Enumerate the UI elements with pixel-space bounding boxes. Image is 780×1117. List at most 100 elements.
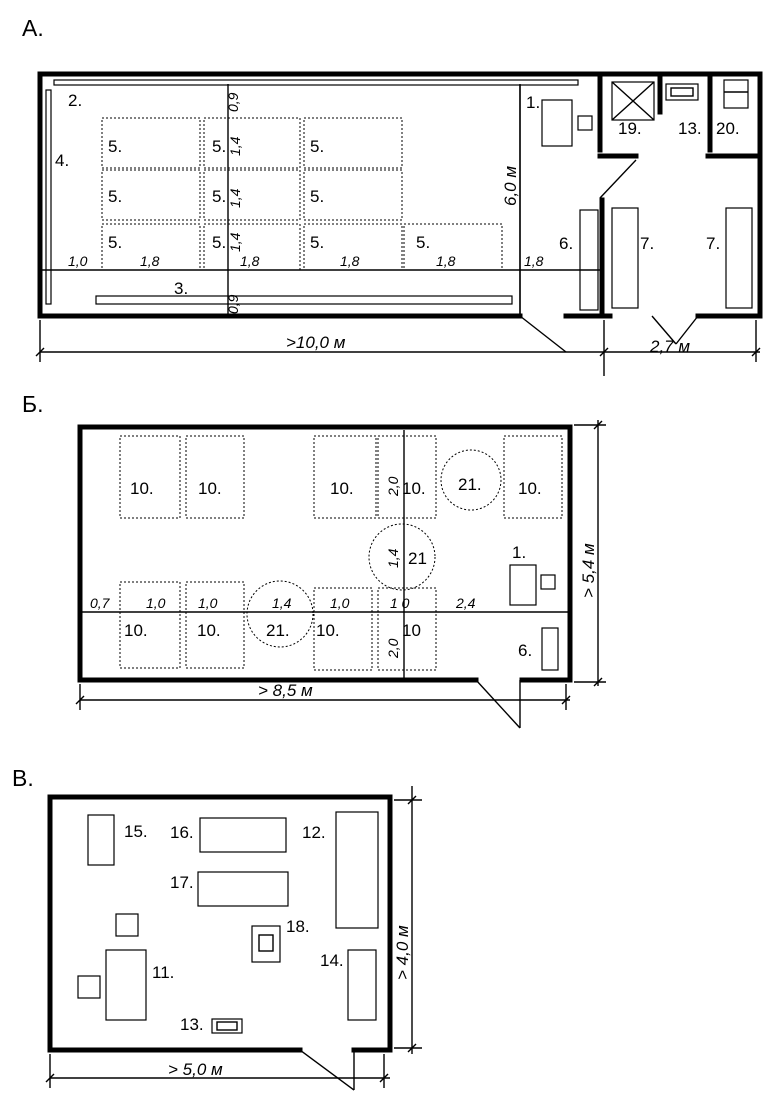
label-12: 12. <box>302 823 326 842</box>
dim-2-0: 2,0 <box>385 638 401 659</box>
workstation <box>101 117 201 169</box>
dim-0-9: 0,9 <box>225 294 241 314</box>
dim-0-9: 0,9 <box>225 92 241 112</box>
plan-c: В. <box>12 765 422 1091</box>
workstation-grid <box>101 117 503 271</box>
label-10: 10. <box>130 479 154 498</box>
label-7: 7. <box>706 234 720 253</box>
cabinet-7 <box>725 207 753 309</box>
label-3: 3. <box>174 279 188 298</box>
label-5: 5. <box>310 137 324 156</box>
workstation <box>101 169 201 221</box>
dim-1-8: 1,8 <box>340 253 360 269</box>
workstation <box>303 169 403 221</box>
cabinet-14 <box>347 949 377 1021</box>
plan-a-walls <box>37 71 763 353</box>
label-5: 5. <box>108 233 122 252</box>
circle-zone-21 <box>246 580 314 648</box>
label-2: 2. <box>68 91 82 110</box>
dim-height-b: > 5,4 м <box>579 543 598 598</box>
table <box>377 587 437 671</box>
table <box>313 435 377 519</box>
dim-1-0: 1,0 <box>330 595 350 611</box>
cabinet-6 <box>541 627 559 671</box>
table <box>185 581 245 669</box>
plan-b: Б. <box>22 391 606 729</box>
dim-1-4: 1,4 <box>272 595 292 611</box>
label-7: 7. <box>640 234 654 253</box>
label-5: 5. <box>212 187 226 206</box>
label-21: 21. <box>458 475 482 494</box>
table <box>185 435 245 519</box>
label-17: 17. <box>170 873 194 892</box>
plan-c-title: В. <box>12 765 34 791</box>
plan-c-walls <box>47 794 393 1091</box>
bench-16 <box>199 817 287 853</box>
label-10: 10. <box>124 621 148 640</box>
table-grid <box>119 435 563 671</box>
label-5: 5. <box>108 137 122 156</box>
label-6: 6. <box>518 641 532 660</box>
label-21: 21. <box>266 621 290 640</box>
workstation <box>303 117 403 169</box>
circle-zone-21 <box>440 449 502 511</box>
chair <box>577 115 593 131</box>
label-18: 18. <box>286 917 310 936</box>
table <box>119 435 181 519</box>
label-1: 1. <box>512 543 526 562</box>
dim-width-a: >10,0 м <box>286 333 346 352</box>
label-14: 14. <box>320 951 344 970</box>
dim-height-a: 6,0 м <box>501 166 520 206</box>
plan-a-title: А. <box>22 15 44 41</box>
label-6: 6. <box>559 234 573 253</box>
plan-c-dimensions <box>45 786 422 1088</box>
dim-1-0: 1,0 <box>198 595 218 611</box>
label-5: 5. <box>416 233 430 252</box>
label-5: 5. <box>108 187 122 206</box>
dim-side-a: 2,7 м <box>649 337 690 356</box>
equipment-20 <box>723 79 749 109</box>
dim-height-c: > 4,0 м <box>393 925 412 980</box>
dim-0-7: 0,7 <box>90 595 111 611</box>
label-16: 16. <box>170 823 194 842</box>
table <box>313 587 373 671</box>
chair <box>540 574 556 590</box>
plan-a: А. <box>22 15 763 376</box>
bench-17 <box>197 871 289 907</box>
plan-b-title: Б. <box>22 391 43 417</box>
label-10: 10. <box>402 479 426 498</box>
dim-2-4: 2,4 <box>455 595 476 611</box>
label-10: 10. <box>316 621 340 640</box>
dim-1-0: 1,0 <box>146 595 166 611</box>
equipment-15 <box>87 814 115 866</box>
cabinet-12 <box>335 811 379 929</box>
teacher-desk <box>541 99 573 147</box>
label-13: 13. <box>678 119 702 138</box>
dim-1-0: 1,0 <box>68 253 88 269</box>
label-20: 20. <box>716 119 740 138</box>
chair <box>77 975 101 999</box>
label-13: 13. <box>180 1015 204 1034</box>
label-15: 15. <box>124 822 148 841</box>
label-11: 11. <box>152 963 174 982</box>
label-10: 10. <box>198 479 222 498</box>
dim-2-0: 2,0 <box>385 476 401 497</box>
label-10: 10. <box>330 479 354 498</box>
table <box>503 435 563 519</box>
plan-a-dimensions <box>35 84 761 376</box>
label-5: 5. <box>212 233 226 252</box>
dim-1-4: 1,4 <box>227 232 243 252</box>
dim-1-4: 1,4 <box>227 136 243 156</box>
wall-board-2 <box>53 79 579 86</box>
table <box>119 581 181 669</box>
label-5: 5. <box>310 233 324 252</box>
desk-11 <box>105 949 147 1021</box>
dim-1-8: 1,8 <box>240 253 260 269</box>
label-5: 5. <box>212 137 226 156</box>
dim-width-b: > 8,5 м <box>258 681 313 700</box>
workstation <box>203 169 301 221</box>
dim-1-8: 1,8 <box>524 253 544 269</box>
chair <box>115 913 139 937</box>
dim-1-0: 1 0 <box>390 595 410 611</box>
plan-b-walls <box>77 424 573 729</box>
